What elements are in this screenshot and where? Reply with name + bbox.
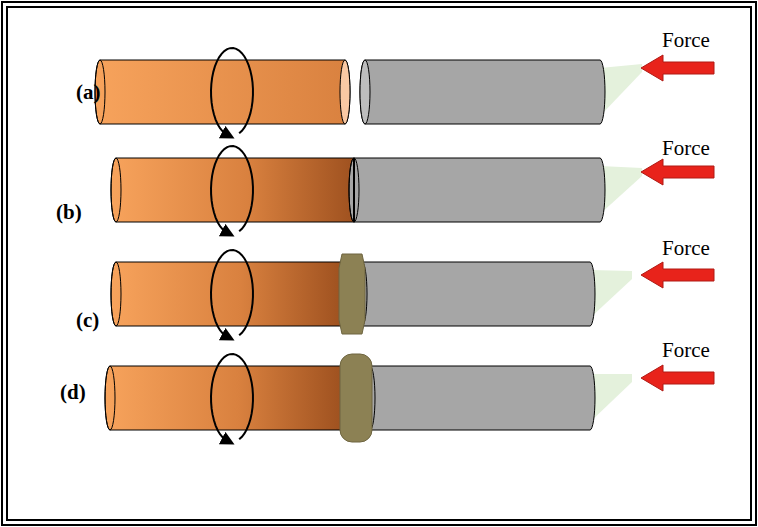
rod-end	[349, 158, 359, 222]
rotation-arrow	[211, 250, 253, 337]
rotating-rod	[105, 366, 347, 430]
stage-label: (d)	[60, 382, 86, 403]
weld-stage	[111, 146, 714, 233]
force-label: Force	[662, 340, 710, 361]
contact-face	[353, 158, 355, 222]
rotation-arrow	[211, 48, 253, 135]
stationary-rod	[365, 366, 595, 430]
weld-stage	[111, 250, 714, 337]
force-label: Force	[662, 138, 710, 159]
force-arrow	[641, 262, 714, 288]
stationary-rod	[357, 262, 595, 326]
force-shadow	[600, 166, 642, 214]
force-shadow	[600, 64, 642, 116]
rotating-rod	[111, 262, 347, 326]
force-shadow	[590, 374, 632, 422]
rotation-arrow	[211, 354, 253, 441]
inner-frame	[7, 7, 751, 520]
force-shadow	[590, 270, 632, 318]
weld-stage	[95, 48, 714, 135]
force-arrow	[641, 159, 714, 185]
weld-flash	[340, 354, 372, 442]
rod-face	[340, 60, 350, 124]
force-label: Force	[662, 30, 710, 51]
force-arrow	[641, 55, 714, 81]
rotating-rod	[95, 60, 350, 124]
stage-label: (a)	[76, 82, 101, 103]
flash-upset	[339, 254, 365, 334]
rotating-rod	[111, 158, 359, 222]
stage-label: (c)	[76, 310, 99, 331]
rod-end	[111, 262, 121, 326]
stationary-rod	[360, 60, 605, 124]
rotation-arrow	[211, 146, 253, 233]
force-label: Force	[662, 238, 710, 259]
rod-end	[111, 158, 121, 222]
stationary-rod	[349, 158, 605, 222]
stage-label: (b)	[56, 202, 82, 223]
weld-stage	[105, 354, 714, 442]
rod-end	[360, 60, 370, 124]
force-arrow	[641, 365, 714, 391]
rod-end	[105, 366, 115, 430]
